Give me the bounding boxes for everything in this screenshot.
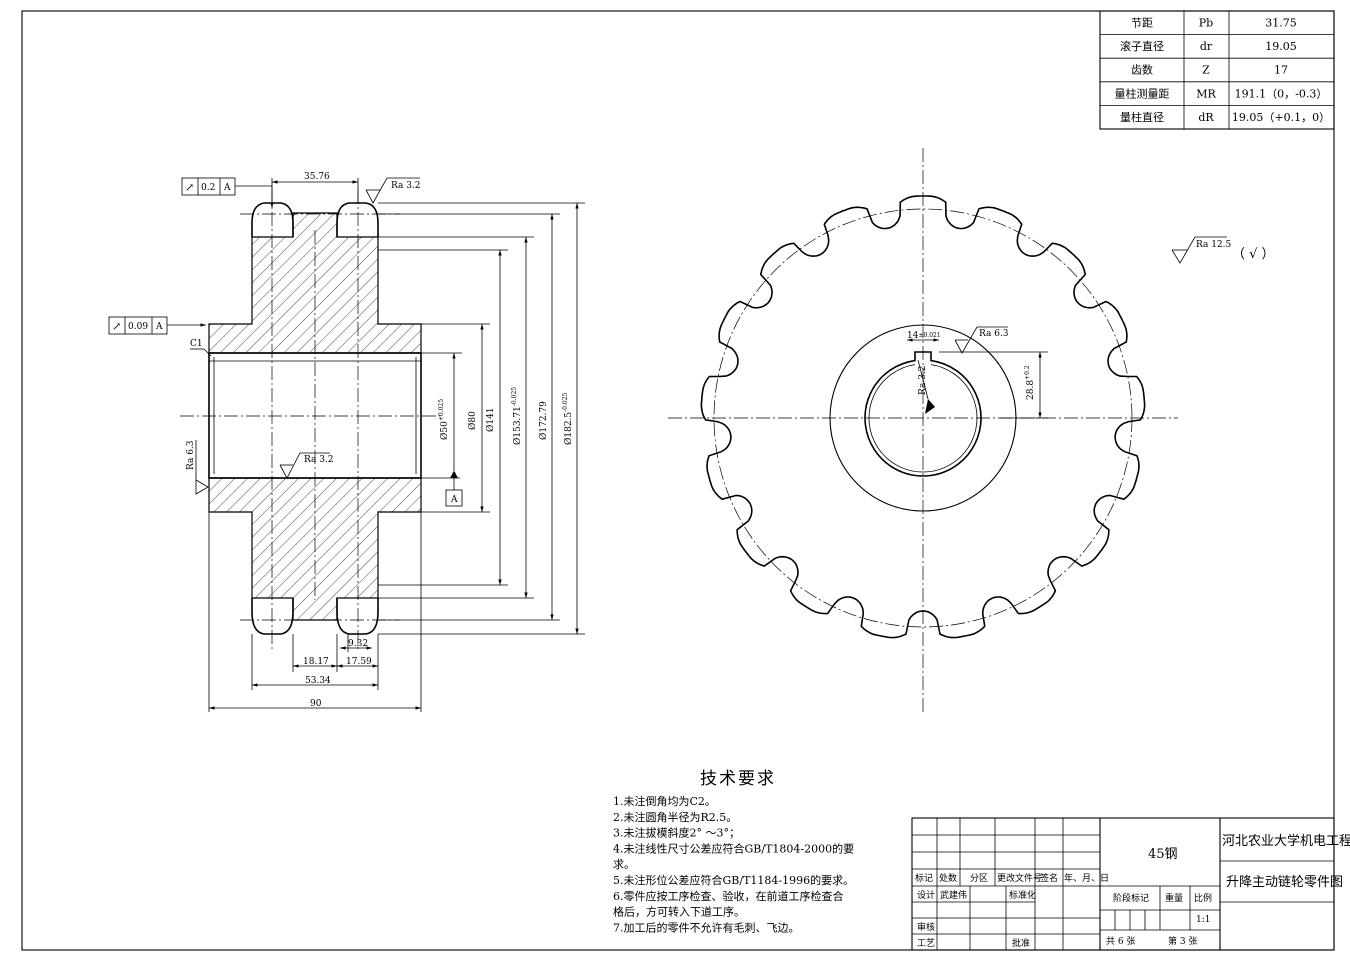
- dim-space-2: 17.59: [346, 657, 372, 667]
- svg-text:0.2: 0.2: [201, 183, 215, 193]
- general-roughness: Ra 12.5 （ √ ）: [1171, 236, 1275, 264]
- svg-text:Ra 12.5: Ra 12.5: [1196, 240, 1232, 250]
- svg-text:标准化: 标准化: [1009, 889, 1036, 901]
- bore-with-keyway: [864, 351, 982, 477]
- svg-text:标记: 标记: [915, 872, 933, 884]
- svg-text:A: A: [450, 495, 458, 505]
- section-view: 35.76 Ra 3.2 ↗ 0.2 A ↗ 0.09 A C1: [108, 172, 585, 712]
- material: 45钢: [1148, 847, 1178, 862]
- dim-top-pitch: 35.76: [304, 172, 330, 182]
- dim-pitch: Ø153.71-0.025: [511, 387, 523, 445]
- svg-text:重量: 重量: [1165, 892, 1183, 904]
- dim-bore: Ø50+0.025: [438, 399, 450, 440]
- param-symbol: Z: [1202, 64, 1210, 77]
- dim-hub-rim: 53.34: [305, 676, 331, 686]
- front-view: 14±0.021 Ra 6.3 28.8+0.2 Ra 3.2: [668, 148, 1178, 712]
- tech-requirement-line: 4.未注线性尺寸公差应符合GB/T1804-2000的要: [613, 841, 854, 855]
- svg-text:（ √ ）: （ √ ）: [1232, 247, 1275, 262]
- drawing-border: [21, 10, 1335, 951]
- svg-text:审核: 审核: [917, 921, 935, 933]
- roughness-keyway: Ra 6.3: [979, 329, 1009, 339]
- title-block: 标记 处数 分区 更改文件号 签名 年、月、日 设计 武建伟 标准化 审核 工艺…: [911, 817, 1350, 951]
- svg-text:处数: 处数: [939, 872, 957, 884]
- dim-root: Ø141: [485, 407, 496, 432]
- param-value: 31.75: [1265, 17, 1297, 30]
- dim-tooth-width: 9.32: [348, 639, 368, 649]
- param-symbol: Pb: [1199, 17, 1213, 30]
- tolerance-frame-1: ↗ 0.2 A: [181, 177, 274, 208]
- tech-requirement-line: 1.未注倒角均为C2。: [613, 794, 716, 808]
- school-name: 河北农业大学机电工程学院: [1222, 833, 1350, 849]
- dim-hub: Ø80: [467, 411, 478, 430]
- svg-text:共 6 张: 共 6 张: [1106, 936, 1135, 947]
- param-name: 量柱直径: [1120, 110, 1164, 124]
- dim-keyway-depth: 28.8+0.2: [1024, 365, 1036, 400]
- dim-ring: Ø172.79: [538, 401, 549, 440]
- svg-text:比例: 比例: [1194, 892, 1212, 904]
- dim-total-len: 90: [310, 699, 322, 709]
- tech-requirements: 技术要求 1.未注倒角均为C2。 2.未注圆角半径为R2.5。 3.未注拔模斜度2°…: [613, 769, 854, 934]
- roughness-top: Ra 3.2: [391, 181, 421, 191]
- chamfer-label: C1: [190, 339, 203, 349]
- designer-name: 武建伟: [940, 889, 967, 901]
- param-symbol: dR: [1198, 111, 1214, 124]
- param-name: 量柱测量距: [1115, 86, 1170, 100]
- svg-text:0.09: 0.09: [128, 322, 148, 332]
- svg-text:A: A: [223, 183, 231, 193]
- tech-requirement-line: 5.未注形位公差应符合GB/T1184-1996的要求。: [613, 873, 854, 887]
- param-symbol: dr: [1200, 40, 1213, 53]
- param-name: 节距: [1131, 17, 1153, 30]
- scale-value: 1:1: [1196, 915, 1210, 925]
- roughness-bore-front: Ra 3.2: [918, 365, 928, 395]
- svg-text:A: A: [155, 322, 163, 332]
- datum-a: A: [421, 471, 463, 507]
- svg-text:阶段标记: 阶段标记: [1113, 892, 1149, 904]
- tech-title: 技术要求: [700, 769, 776, 789]
- svg-text:分区: 分区: [970, 873, 988, 884]
- tech-requirement-line: 2.未注圆角半径为R2.5。: [613, 810, 737, 824]
- runout-icon: ↗: [185, 181, 194, 194]
- tolerance-frame-2: ↗ 0.09 A: [108, 316, 206, 335]
- tech-requirement-line: 6.零件应按工序检查、验收，在前道工序检查合: [613, 889, 844, 903]
- svg-text:设计: 设计: [917, 889, 935, 901]
- roughness-face: Ra 6.3: [186, 440, 196, 470]
- param-value: 191.1（0，-0.3）: [1235, 87, 1328, 100]
- svg-text:第 3 张: 第 3 张: [1168, 935, 1197, 947]
- param-name: 滚子直径: [1120, 39, 1164, 53]
- tech-requirement-line: 求。: [613, 858, 635, 871]
- tech-requirement-line: 格后，方可转入下道工序。: [613, 905, 745, 919]
- runout-icon: ↗: [112, 320, 121, 333]
- roughness-bore: Ra 3.2: [304, 455, 334, 465]
- svg-text:签名: 签名: [1040, 872, 1058, 884]
- parameter-table: 节距 Pb 31.75 滚子直径 dr 19.05 齿数 Z 17 量柱测量距 MR 191.1（0，…: [1099, 10, 1335, 130]
- dim-outer: Ø182.5-0.025: [562, 392, 574, 445]
- param-name: 齿数: [1131, 64, 1153, 77]
- tech-requirement-line: 7.加工后的零件不允许有毛刺、飞边。: [613, 920, 800, 934]
- svg-text:工艺: 工艺: [917, 938, 935, 949]
- param-value: 19.05（+0.1，0）: [1232, 111, 1330, 124]
- param-value: 17: [1274, 64, 1288, 77]
- pitch-circle: [713, 208, 1133, 628]
- svg-text:年、月、日: 年、月、日: [1064, 872, 1109, 884]
- param-symbol: MR: [1196, 87, 1216, 100]
- svg-text:批准: 批准: [1012, 937, 1030, 949]
- tech-requirement-line: 3.未注拔模斜度2° ～3°；: [613, 826, 740, 840]
- svg-text:更改文件号: 更改文件号: [997, 872, 1042, 884]
- dim-space-1: 18.17: [303, 657, 329, 667]
- param-value: 19.05: [1265, 40, 1297, 53]
- part-name: 升降主动链轮零件图: [1226, 875, 1343, 890]
- bore-inner-edge: [868, 364, 978, 473]
- sprocket-teeth-outline: [700, 195, 1146, 639]
- dim-keyway-width: 14±0.021: [907, 331, 941, 341]
